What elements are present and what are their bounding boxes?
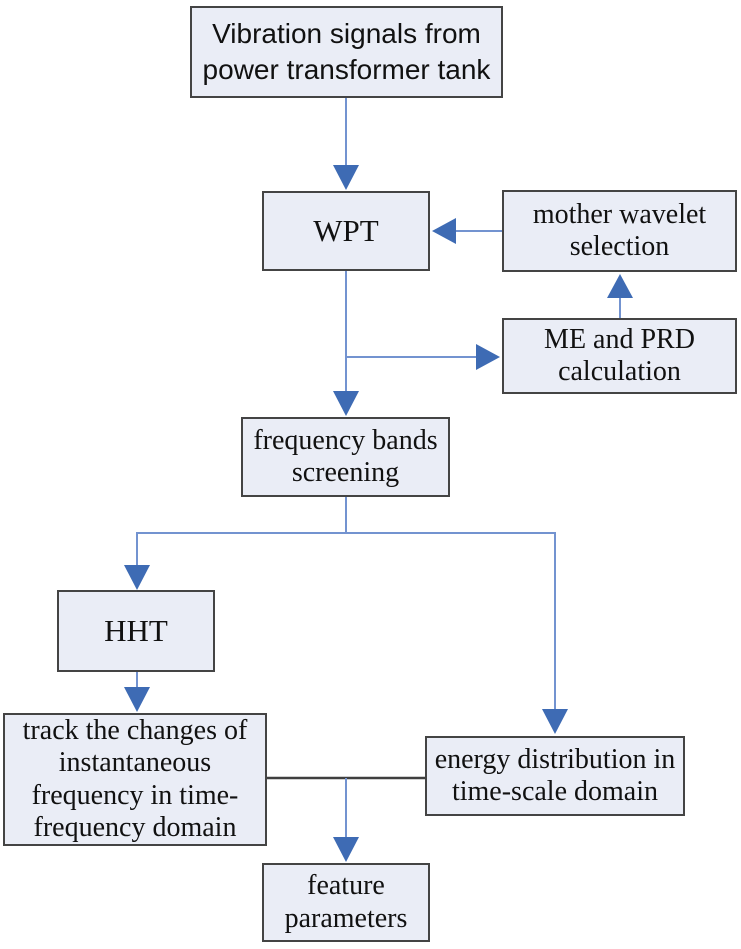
arrow-wpt-to-meprd-head xyxy=(476,344,500,370)
node-track-changes: track the changes of instantaneous frequ… xyxy=(3,713,267,846)
node-hht: HHT xyxy=(57,590,215,672)
node-me-prd-calculation-label: ME and PRD calculation xyxy=(544,323,695,387)
node-hht-label: HHT xyxy=(104,612,168,648)
arrow-vibration-to-wpt-head xyxy=(333,165,359,190)
arrow-freq-to-hht-head xyxy=(124,565,150,590)
node-mother-wavelet-selection-label: mother wavelet selection xyxy=(532,198,707,262)
node-wpt-label: WPT xyxy=(313,212,379,248)
node-vibration-signals-label: Vibration signals from power transformer… xyxy=(202,17,491,85)
arrow-wpt-to-freq-head xyxy=(333,391,359,416)
node-frequency-bands-screening-label: frequency bands screening xyxy=(253,424,438,488)
node-me-prd-calculation: ME and PRD calculation xyxy=(502,318,737,394)
node-feature-parameters: feature parameters xyxy=(262,863,430,942)
arrow-join-to-feature-head xyxy=(333,837,359,862)
node-track-changes-label: track the changes of instantaneous frequ… xyxy=(22,714,248,843)
node-feature-parameters-label: feature parameters xyxy=(284,870,408,934)
arrow-freq-to-energy-head xyxy=(542,709,568,734)
node-mother-wavelet-selection: mother wavelet selection xyxy=(502,190,737,272)
node-wpt: WPT xyxy=(262,191,430,271)
arrow-hht-to-track-head xyxy=(124,687,150,712)
arrow-meprd-to-mother-head xyxy=(607,274,633,298)
node-energy-distribution: energy distribution in time-scale domain xyxy=(425,736,685,816)
node-frequency-bands-screening: frequency bands screening xyxy=(241,417,450,497)
node-vibration-signals: Vibration signals from power transformer… xyxy=(190,6,503,98)
arrow-mother-to-wpt-head xyxy=(432,218,456,244)
node-energy-distribution-label: energy distribution in time-scale domain xyxy=(434,743,676,807)
